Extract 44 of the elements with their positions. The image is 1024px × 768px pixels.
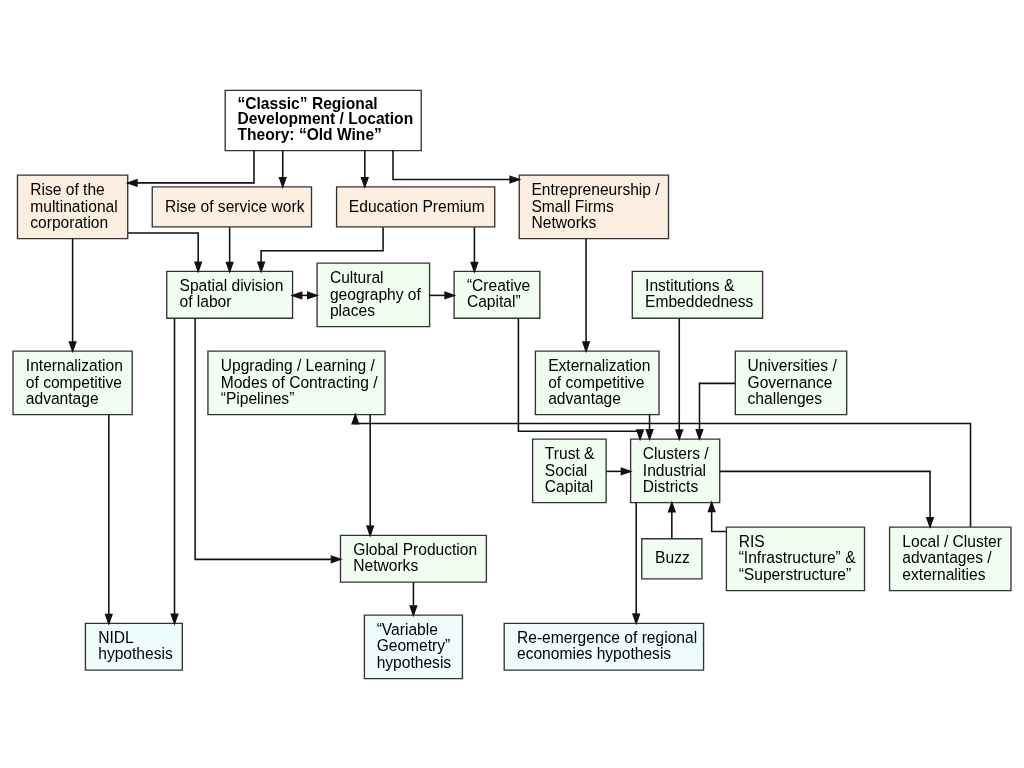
node-box: Buzz: [641, 537, 703, 580]
node-box: Rise of the multinational corporation: [16, 173, 129, 239]
node-box: Cultural geography of places: [316, 261, 431, 327]
node-box: Clusters / Industrial Districts: [629, 437, 721, 503]
arrow: [675, 317, 684, 441]
arrow: [365, 413, 375, 537]
arrow: [170, 317, 179, 626]
node-box: “Classic” Regional Development / Location Theory: “Old Wine”: [224, 89, 422, 151]
arrow: [517, 317, 645, 441]
arrow: [278, 149, 287, 189]
arrow: [581, 237, 591, 353]
arrow: [104, 413, 113, 626]
arrow: [470, 225, 479, 274]
node-box: “Creative Capital”: [453, 270, 541, 319]
arrow: [290, 290, 320, 300]
node-box: Re-emergence of regional economies hypothesis: [503, 622, 705, 671]
arrow: [695, 382, 736, 441]
node-box: “Variable Geometry” hypothesis: [363, 613, 464, 679]
node-box: Universities / Governance challenges: [734, 349, 848, 415]
arrow: [360, 149, 369, 189]
arrow: [409, 581, 418, 617]
node-box: Education Premium: [335, 185, 496, 228]
node-box: Trust & Social Capital: [531, 437, 607, 503]
arrow: [225, 225, 234, 274]
arrow: [125, 149, 255, 187]
node-box: NIDL hypothesis: [84, 622, 183, 671]
arrow: [194, 317, 343, 564]
node-box: RIS “Infrastructure” & “Superstructure”: [725, 525, 866, 591]
node-box: Upgrading / Learning / Modes of Contracting / “Pipelines”: [207, 349, 386, 415]
arrow: [392, 149, 522, 184]
arrow: [256, 226, 384, 274]
arrow: [667, 499, 677, 539]
node-box: Global Production Networks: [339, 534, 488, 583]
node-box: Externalization of competitive advantage: [534, 349, 660, 415]
arrow: [68, 237, 77, 353]
arrow: [127, 231, 203, 273]
node-box: Rise of service work: [151, 185, 313, 228]
node-box: Institutions & Embeddedness: [631, 270, 764, 319]
node-box: Entrepreneurship / Small Firms Networks: [518, 173, 670, 239]
arrow: [631, 501, 641, 625]
node-box: Spatial division of labor: [166, 270, 294, 319]
arrow: [719, 470, 935, 529]
node-box: Internalization of competitive advantage: [12, 349, 133, 415]
node-box: Local / Cluster advantages / externalities: [888, 525, 1012, 591]
